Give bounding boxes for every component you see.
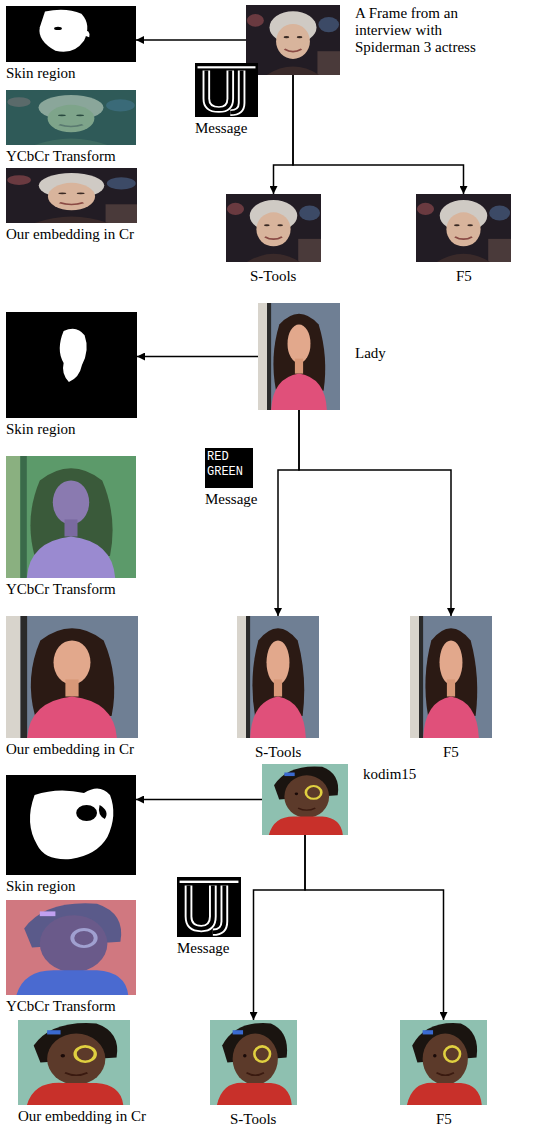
source-photo [262, 764, 348, 835]
image-caption: F5 [436, 1111, 452, 1128]
flow-arrow [278, 410, 299, 616]
flow-arrow [274, 75, 294, 194]
ycbcr-image [6, 456, 136, 578]
flow-arrow [293, 75, 464, 194]
image-panel: YCbCr Transform [6, 90, 136, 145]
stego-photo [6, 168, 137, 223]
image-panel: S-Tools [226, 194, 321, 262]
stego-photo [400, 1020, 487, 1105]
image-panel: Lady [258, 303, 340, 410]
image-caption: YCbCr Transform [6, 148, 116, 165]
image-panel: Message [177, 877, 241, 937]
image-caption: A Frame from an interview with Spiderman… [355, 5, 495, 56]
image-panel: Our embedding in Cr [6, 168, 137, 223]
stego-photo [410, 616, 492, 738]
image-caption: Message [195, 120, 248, 137]
source-photo [246, 5, 340, 75]
message-image [205, 448, 253, 488]
image-caption: kodim15 [363, 766, 463, 783]
skin-mask [6, 312, 137, 418]
image-panel: Skin region [6, 6, 136, 62]
message-text: GREEN [207, 465, 243, 479]
image-caption: F5 [456, 268, 472, 285]
image-caption: Our embedding in Cr [18, 1108, 146, 1125]
image-caption: Skin region [6, 421, 76, 438]
flow-arrow [254, 835, 306, 1020]
stego-photo [210, 1020, 297, 1105]
flow-arrow [305, 835, 444, 1020]
stego-photo [226, 194, 321, 262]
image-panel: Our embedding in Cr [18, 1020, 130, 1105]
image-caption: Lady [355, 345, 455, 362]
message-image [195, 63, 258, 117]
image-caption: Message [177, 940, 230, 957]
image-panel: Message [195, 63, 258, 117]
image-caption: YCbCr Transform [6, 581, 116, 598]
image-caption: Our embedding in Cr [6, 741, 134, 758]
image-caption: YCbCr Transform [6, 998, 116, 1015]
image-caption: Skin region [6, 65, 76, 82]
image-caption: Message [205, 491, 258, 508]
image-caption: Our embedding in Cr [6, 226, 134, 243]
image-panel: Skin region [6, 775, 136, 875]
image-panel: Our embedding in Cr [6, 616, 138, 738]
image-panel: F5 [400, 1020, 487, 1105]
image-caption: S-Tools [255, 744, 301, 761]
flow-arrow [137, 356, 258, 358]
ycbcr-image [6, 90, 136, 145]
stego-photo [18, 1020, 130, 1105]
image-caption: S-Tools [250, 268, 296, 285]
flow-arrow [299, 410, 451, 616]
image-caption: F5 [443, 744, 459, 761]
flow-arrow [136, 799, 262, 801]
message-image [177, 877, 241, 937]
image-panel: A Frame from an interview with Spiderman… [246, 5, 340, 75]
skin-mask [6, 6, 136, 62]
image-panel: F5 [410, 616, 492, 738]
image-panel: S-Tools [237, 616, 319, 738]
image-panel: S-Tools [210, 1020, 297, 1105]
image-panel: kodim15 [262, 764, 348, 835]
image-panel: F5 [416, 194, 511, 262]
source-photo [258, 303, 340, 410]
image-panel: YCbCr Transform [6, 900, 136, 995]
image-panel: Skin region [6, 312, 137, 418]
ycbcr-image [6, 900, 136, 995]
stego-photo [416, 194, 511, 262]
image-panel: YCbCr Transform [6, 456, 136, 578]
skin-mask [6, 775, 136, 875]
message-text: RED [207, 450, 229, 464]
stego-photo [6, 616, 138, 738]
image-caption: Skin region [6, 878, 76, 895]
flow-arrow [136, 39, 246, 41]
stego-photo [237, 616, 319, 738]
image-caption: S-Tools [230, 1111, 276, 1128]
